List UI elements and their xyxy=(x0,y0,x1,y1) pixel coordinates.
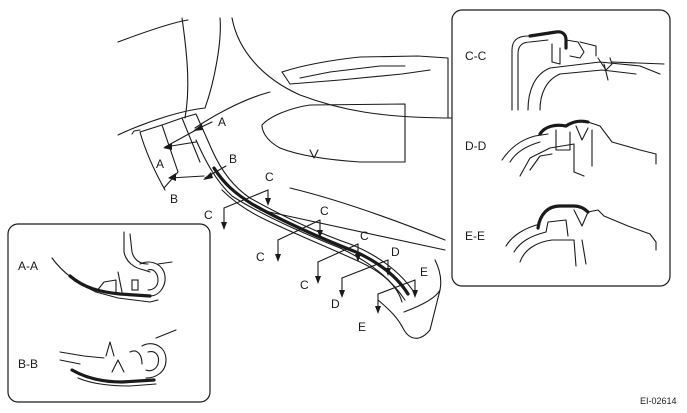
callout-b2: B xyxy=(170,192,178,206)
arrow-c4-icon xyxy=(317,230,323,238)
figure-id: EI-02614 xyxy=(640,396,677,406)
callout-a1: A xyxy=(218,115,226,129)
arrow-e1-icon xyxy=(375,306,381,314)
section-dd-profile xyxy=(501,119,657,177)
callout-c3: C xyxy=(320,204,329,218)
callout-d1: D xyxy=(391,245,400,259)
section-markers xyxy=(163,121,418,314)
arrow-e2-icon xyxy=(412,290,418,298)
callout-b1: B xyxy=(229,152,237,166)
section-label-aa: A-A xyxy=(18,259,38,273)
callout-e1: E xyxy=(420,265,428,279)
inset-left-frame xyxy=(7,223,211,403)
section-label-ee: E-E xyxy=(465,229,485,243)
inset-right-frame xyxy=(451,9,671,287)
arrow-c3-icon xyxy=(275,254,281,262)
arrow-d1-icon xyxy=(339,290,345,298)
arrow-c2-icon xyxy=(265,198,271,206)
section-inset-right: C-C D-D E-E xyxy=(451,9,671,287)
callout-c2: C xyxy=(204,208,213,222)
callout-c4: C xyxy=(256,250,265,264)
arrow-b1-icon xyxy=(203,172,213,180)
section-ee-profile xyxy=(505,204,657,267)
callout-d2: D xyxy=(331,297,340,311)
section-bb-profile xyxy=(59,329,177,387)
section-aa-profile xyxy=(51,231,173,303)
arrow-b2-icon xyxy=(168,173,176,181)
section-label-cc: C-C xyxy=(465,49,487,63)
callout-c1: C xyxy=(265,170,274,184)
section-label-bb: B-B xyxy=(18,357,38,371)
arrow-a1-icon xyxy=(193,124,203,131)
callout-c6: C xyxy=(300,278,309,292)
arrow-c5-icon xyxy=(315,276,321,284)
arrow-c6-icon xyxy=(355,254,361,262)
arrow-c1-icon xyxy=(221,222,227,230)
section-cc-profile xyxy=(511,30,665,111)
callout-a2: A xyxy=(156,157,164,171)
callout-letters: A A B B C C C C C C D D E E xyxy=(156,115,428,334)
callout-c5: C xyxy=(360,229,369,243)
section-inset-left: A-A B-B xyxy=(7,223,211,403)
callout-e2: E xyxy=(358,320,366,334)
arrow-d2-icon xyxy=(385,268,391,276)
section-label-dd: D-D xyxy=(465,139,487,153)
